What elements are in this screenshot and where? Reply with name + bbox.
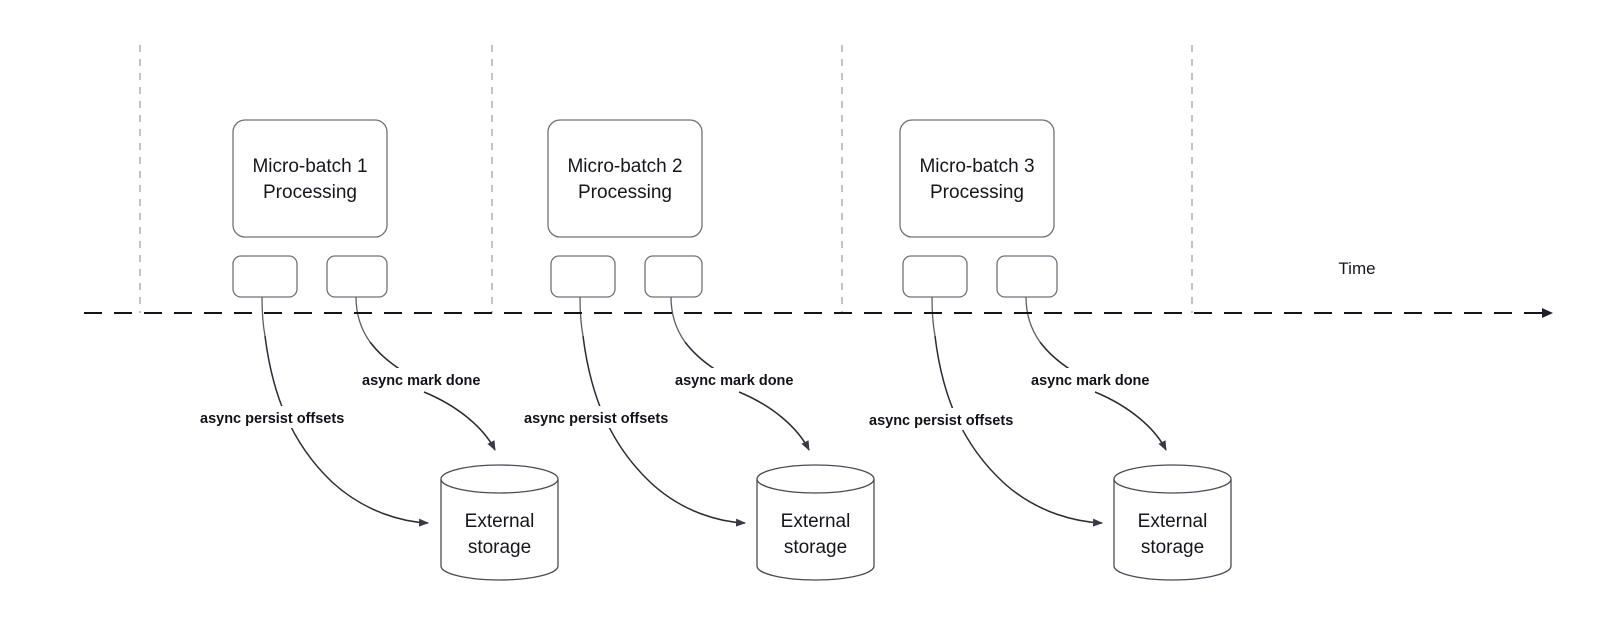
storage-label-2-line1: External [781,511,851,532]
tick-box-3b[interactable] [996,255,1058,298]
micro-batch-1-label-line2: Processing [263,182,357,203]
persist-offsets-label-2: async persist offsets [524,411,668,427]
storage-label-3-line1: External [1138,511,1208,532]
micro-batch-3-label-line1: Micro-batch 3 [919,156,1034,177]
micro-batch-group-1: Micro-batch 1 Processing [232,119,388,343]
tick-box-2b[interactable] [644,255,703,298]
persist-offsets-label-3: async persist offsets [869,413,1013,429]
mark-done-curve-1b [423,391,496,451]
micro-batch-2-label-line1: Micro-batch 2 [567,156,682,177]
storage-label-3-line2: storage [1141,537,1204,558]
tick-stem-2a [579,296,584,337]
tick-box-2a[interactable] [550,255,616,298]
external-storage-1[interactable]: External storage [440,464,559,581]
time-axis-label: Time [1338,259,1375,278]
mark-done-label-bg-1 [358,368,504,390]
persist-offsets-curve-3 [934,335,1103,527]
tick-box-1a[interactable] [232,255,298,298]
external-storage-2[interactable]: External storage [756,464,875,581]
micro-batch-2-label-line2: Processing [578,182,672,203]
tick-stem-1b [355,296,371,343]
persist-offsets-label-bg-3 [865,408,1045,430]
mark-done-label-1: async mark done [362,373,480,389]
storage-cylinder-top-2 [756,464,875,494]
mark-done-label-3: async mark done [1031,373,1149,389]
tick-stem-3b [1025,296,1041,343]
storage-cylinder-top-3 [1113,464,1232,494]
tick-box-1b[interactable] [326,255,388,298]
micro-batch-1-label-line1: Micro-batch 1 [252,156,367,177]
mark-done-label-bg-3 [1027,368,1173,390]
storage-label-1-line1: External [465,511,535,532]
storage-label-1-line2: storage [468,537,531,558]
tick-stem-2b [670,296,686,343]
micro-batch-2-box[interactable] [547,119,703,238]
time-axis: Time [84,259,1553,318]
mark-done-curve-2b [738,391,810,451]
persist-offsets-label-bg-1 [196,406,376,428]
storage-cylinder-body-1 [440,479,559,581]
tick-stem-3a [931,296,936,337]
mark-done-curve-3b [1094,391,1167,451]
micro-batch-3-box[interactable] [899,119,1055,238]
mark-done-label-2: async mark done [675,373,793,389]
persist-offsets-curve-2 [582,335,746,527]
storage-label-2-line2: storage [784,537,847,558]
persist-offsets-label-1: async persist offsets [200,411,344,427]
tick-box-3a[interactable] [902,255,968,298]
persist-offsets-curve-1 [264,335,429,527]
tick-stem-1a [261,296,266,337]
persist-offsets-label-bg-2 [520,406,700,428]
micro-batch-1-box[interactable] [232,119,388,238]
separator-group [139,45,1193,313]
edge-labels: async persist offsets async mark done as… [196,368,1173,430]
micro-batch-group-3: Micro-batch 3 Processing [899,119,1058,343]
external-storage-3[interactable]: External storage [1113,464,1232,581]
storage-cylinder-body-3 [1113,479,1232,581]
micro-batch-3-label-line2: Processing [930,182,1024,203]
mark-done-label-bg-2 [671,368,817,390]
storage-cylinder-top-1 [440,464,559,494]
storage-cylinder-body-2 [756,479,875,581]
micro-batch-group-2: Micro-batch 2 Processing [547,119,703,343]
